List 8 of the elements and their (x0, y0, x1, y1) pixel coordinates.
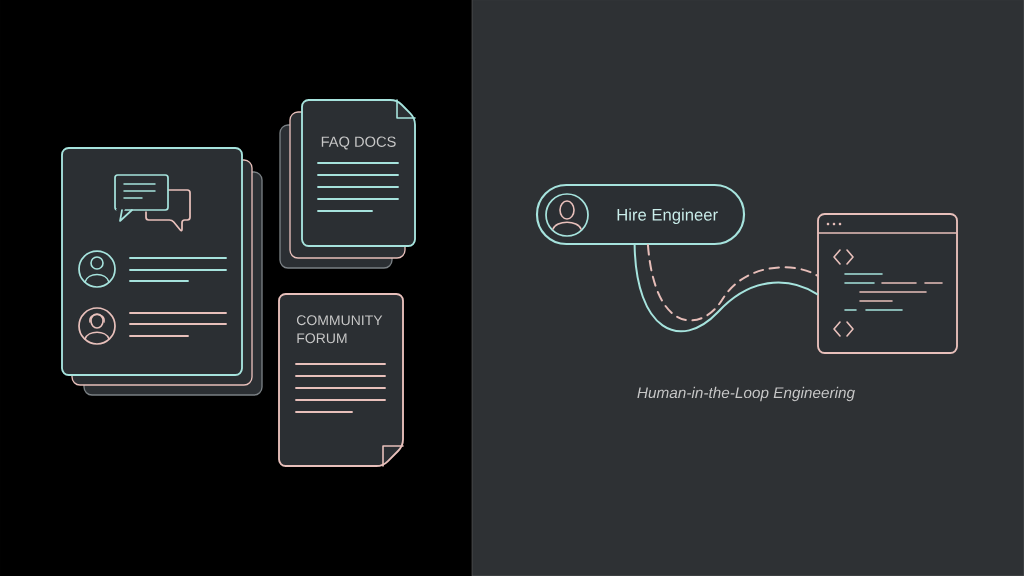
caption-text: Human-in-the-Loop Engineering (637, 386, 855, 402)
connector-line (646, 244, 819, 322)
hire-button: Hire Engineer (535, 183, 746, 246)
document-page: FAQ DOCS (279, 99, 416, 269)
document-page: COMMUNITY FORUM (278, 293, 404, 467)
connector-line (633, 244, 819, 333)
code-window (817, 213, 958, 354)
document-stack (61, 147, 263, 396)
